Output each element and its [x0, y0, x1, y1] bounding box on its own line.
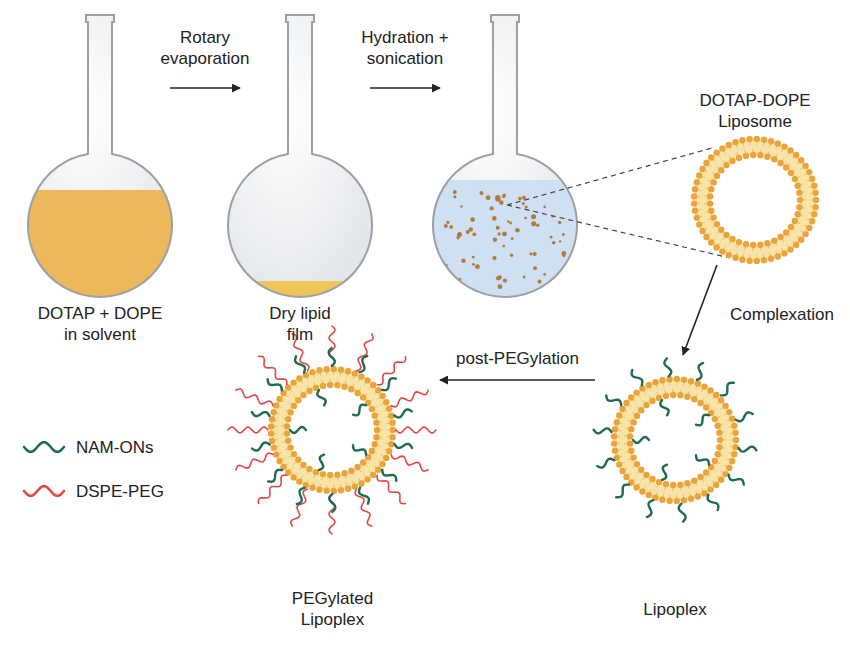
node-label: PEGylated Lipoplex — [275, 588, 390, 630]
nam-on-strand — [633, 400, 709, 480]
edge-label: post-PEGylation — [454, 348, 581, 369]
nam-on-strand — [252, 348, 412, 512]
illustration-node: Dry lipid film — [240, 15, 360, 345]
lipid-bilayer — [691, 136, 819, 264]
illustration-node: PEGylated Lipoplex — [225, 330, 440, 630]
node-label: DOTAP + DOPE in solvent — [30, 303, 170, 345]
legend-item: DSPE-PEG — [22, 476, 164, 506]
legend: NAM-ONsDSPE-PEG — [22, 432, 164, 520]
process-arrow — [440, 379, 595, 381]
edge-label: Complexation — [728, 304, 836, 325]
step-label: Hydration + sonication — [343, 27, 467, 69]
illustration-node: DOTAP + DOPE in solvent — [30, 15, 170, 345]
process-arrow — [370, 87, 440, 89]
legend-label: NAM-ONs — [76, 437, 153, 458]
edge-label: Rotary evaporation — [153, 27, 257, 69]
illustration-node: DOTAP-DOPE Liposome — [680, 90, 830, 265]
process-arrow — [683, 265, 717, 355]
legend-sample — [22, 481, 66, 501]
legend-item: NAM-ONs — [22, 432, 164, 462]
vesicles — [228, 136, 819, 534]
nam-on-strand — [290, 390, 366, 470]
process-arrow — [170, 87, 240, 89]
illustration-node: Lipoplex — [595, 355, 755, 620]
peg-chain — [228, 326, 436, 534]
legend-sample — [22, 437, 66, 457]
lipid-bilayer — [611, 376, 739, 504]
node-label: Lipoplex — [643, 599, 706, 620]
nam-on-strand — [594, 358, 757, 521]
zoom-line — [507, 148, 730, 258]
legend-label: DSPE-PEG — [76, 481, 164, 502]
node-label: Dry lipid film — [255, 303, 345, 345]
node-label: DOTAP-DOPE Liposome — [693, 90, 818, 132]
